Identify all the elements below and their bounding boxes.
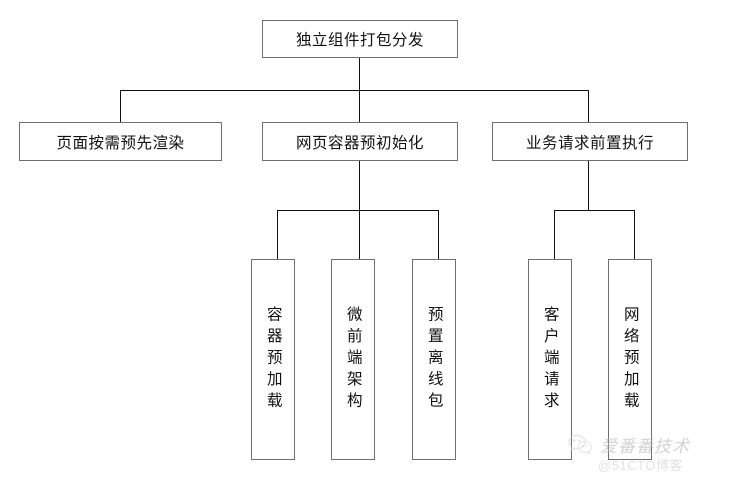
connector-mid-bus bbox=[277, 210, 439, 211]
connector-drop-mid-2 bbox=[359, 210, 360, 259]
watermark-subtitle: @51CTO博客 bbox=[598, 458, 683, 473]
connector-drop-l2-3 bbox=[588, 90, 589, 122]
node-request-prefetch-label: 业务请求前置执行 bbox=[525, 134, 654, 152]
connector-right-bus bbox=[554, 210, 635, 211]
node-page-prerender-label: 页面按需预先渲染 bbox=[56, 134, 185, 152]
watermark-row: 爱番番技术 bbox=[568, 432, 690, 457]
node-container-preload[interactable]: 容器预加载 bbox=[251, 259, 295, 460]
node-page-prerender[interactable]: 页面按需预先渲染 bbox=[19, 122, 222, 161]
connector-drop-mid-1 bbox=[277, 210, 278, 259]
node-container-preinit[interactable]: 网页容器预初始化 bbox=[262, 122, 458, 161]
connector-drop-l2-2 bbox=[359, 90, 360, 122]
node-request-prefetch[interactable]: 业务请求前置执行 bbox=[492, 122, 688, 161]
node-network-preload-label: 网络预加载 bbox=[621, 305, 639, 414]
node-root-label: 独立组件打包分发 bbox=[295, 32, 424, 49]
connector-drop-right-2 bbox=[634, 210, 635, 259]
node-container-preload-label: 容器预加载 bbox=[264, 305, 282, 414]
node-container-preinit-label: 网页容器预初始化 bbox=[295, 134, 424, 152]
connector-drop-mid-3 bbox=[438, 210, 439, 259]
node-micro-frontend[interactable]: 微前端架构 bbox=[331, 259, 375, 460]
node-root[interactable]: 独立组件打包分发 bbox=[262, 20, 458, 58]
watermark-name: 爱番番技术 bbox=[600, 437, 690, 457]
watermark: 爱番番技术 @51CTO博客 bbox=[568, 432, 690, 474]
connector-root-stem bbox=[359, 57, 360, 91]
connector-main-bus bbox=[120, 90, 589, 91]
connector-drop-l2-1 bbox=[120, 90, 121, 122]
node-micro-frontend-label: 微前端架构 bbox=[344, 305, 362, 414]
connector-right-stem bbox=[588, 160, 589, 211]
node-offline-package-label: 预置离线包 bbox=[425, 305, 443, 414]
node-client-request-label: 客户端请求 bbox=[541, 305, 559, 414]
node-offline-package[interactable]: 预置离线包 bbox=[412, 259, 456, 460]
connector-mid-stem bbox=[359, 160, 360, 211]
connector-drop-right-1 bbox=[554, 210, 555, 259]
node-network-preload[interactable]: 网络预加载 bbox=[608, 259, 652, 460]
node-client-request[interactable]: 客户端请求 bbox=[528, 259, 572, 460]
wechat-icon bbox=[568, 434, 593, 455]
